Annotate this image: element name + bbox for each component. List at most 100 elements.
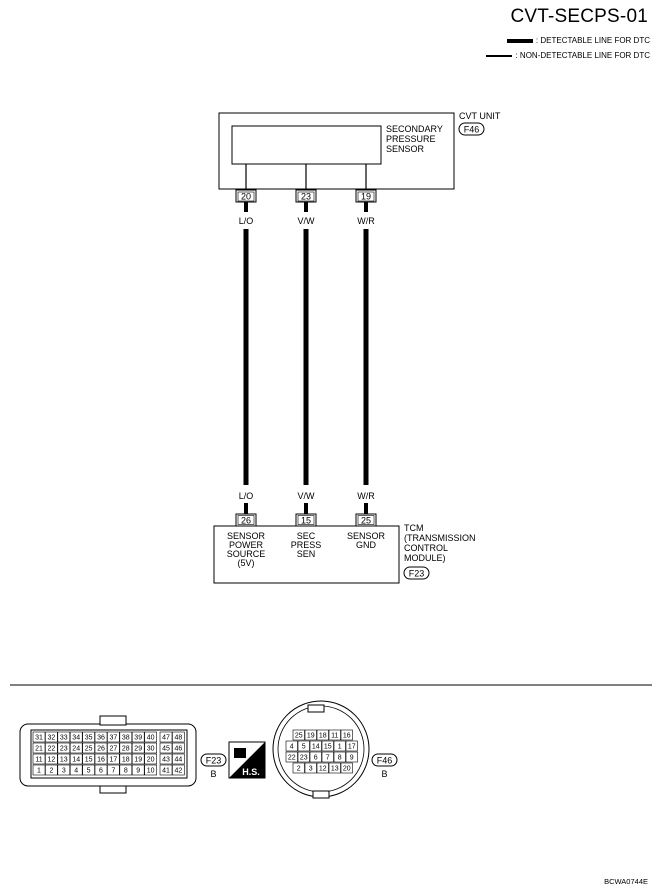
- f46-pin: 7: [321, 751, 334, 763]
- harness-side-symbol: H.S.: [228, 741, 266, 779]
- svg-text:22: 22: [48, 746, 56, 753]
- svg-text:20: 20: [241, 192, 251, 202]
- svg-text:24: 24: [72, 746, 80, 753]
- svg-text:3: 3: [62, 768, 66, 775]
- cvt-pin-19: 19: [355, 189, 377, 203]
- f46-pin: 3: [304, 762, 317, 774]
- svg-text:12: 12: [319, 766, 327, 773]
- f23-pin: 18: [119, 753, 133, 765]
- tcm-pin-15: 15: [295, 513, 317, 527]
- f46-pin: 16: [340, 729, 353, 741]
- terminal-secpress-line2: PRESS: [291, 540, 322, 550]
- svg-text:44: 44: [175, 757, 183, 764]
- wire-color-top-wr: W/R: [357, 216, 375, 226]
- svg-text:9: 9: [136, 768, 140, 775]
- svg-text:23: 23: [60, 746, 68, 753]
- f46-pin: 5: [297, 740, 310, 752]
- tcm-label-line1: TCM: [404, 523, 424, 533]
- svg-text:6: 6: [99, 768, 103, 775]
- cvt-unit-label: CVT UNIT: [459, 111, 501, 121]
- svg-text:14: 14: [72, 757, 80, 764]
- svg-text:25: 25: [85, 746, 93, 753]
- f46-pin: 20: [340, 762, 353, 774]
- f46-pin: 23: [297, 751, 310, 763]
- svg-text:8: 8: [338, 755, 342, 762]
- non-detectable-line-swatch: [486, 54, 513, 57]
- terminal-gnd-line2: GND: [356, 540, 377, 550]
- f23-pin: 31: [32, 731, 46, 743]
- f23-pin: 11: [32, 753, 46, 765]
- f23-color-label: B: [210, 769, 216, 779]
- svg-text:19: 19: [134, 757, 142, 764]
- f23-pin: 36: [94, 731, 108, 743]
- svg-text:29: 29: [134, 746, 142, 753]
- svg-text:2: 2: [297, 766, 301, 773]
- svg-text:15: 15: [301, 516, 311, 526]
- f46-pin: 8: [333, 751, 346, 763]
- sensor-label-line2: PRESSURE: [386, 134, 436, 144]
- svg-text:26: 26: [97, 746, 105, 753]
- wire-color-top-lo: L/O: [239, 216, 254, 226]
- svg-text:27: 27: [110, 746, 118, 753]
- f23-pin: 39: [131, 731, 145, 743]
- f46-pin: 2: [292, 762, 305, 774]
- svg-text:38: 38: [122, 735, 130, 742]
- svg-text:13: 13: [331, 766, 339, 773]
- f46-pin: 13: [328, 762, 341, 774]
- sensor-label-line1: SECONDARY: [386, 124, 443, 134]
- svg-text:7: 7: [111, 768, 115, 775]
- svg-text:6: 6: [314, 755, 318, 762]
- f23-connector-badge: [200, 753, 227, 767]
- f46-pin: 15: [321, 740, 334, 752]
- tcm-pin-26: 26: [235, 513, 257, 527]
- f23-pin: 8: [119, 764, 133, 776]
- svg-text:26: 26: [241, 516, 251, 526]
- f23-pin: 29: [131, 742, 145, 754]
- f46-pin: 22: [285, 751, 298, 763]
- legend-non-detectable-label: : NON-DETECTABLE LINE FOR DTC: [515, 51, 650, 60]
- svg-text:22: 22: [288, 755, 296, 762]
- wire-color-top-vw: V/W: [298, 216, 316, 226]
- svg-text:18: 18: [319, 733, 327, 740]
- svg-text:43: 43: [162, 757, 170, 764]
- svg-text:8: 8: [124, 768, 128, 775]
- f23-pin: 42: [172, 764, 185, 776]
- f46-pin: 18: [316, 729, 329, 741]
- tcm-label-line3: CONTROL: [404, 543, 448, 553]
- svg-text:35: 35: [85, 735, 93, 742]
- connector-f23-label: F23: [409, 569, 425, 579]
- terminal-power-line2: POWER: [229, 540, 264, 550]
- f23-pin: 22: [45, 742, 58, 754]
- cvt-pin-20: 20: [235, 189, 257, 203]
- f23-pin: 26: [94, 742, 108, 754]
- f46-pin: 4: [285, 740, 298, 752]
- f23-pin: 9: [131, 764, 145, 776]
- f46-pin: 9: [345, 751, 358, 763]
- legend-detectable-label: : DETECTABLE LINE FOR DTC: [535, 36, 650, 45]
- svg-text:48: 48: [175, 735, 183, 742]
- svg-text:14: 14: [312, 744, 320, 751]
- f23-pin: 32: [45, 731, 58, 743]
- svg-text:42: 42: [175, 768, 183, 775]
- svg-text:9: 9: [350, 755, 354, 762]
- f23-pin: 10: [144, 764, 157, 776]
- svg-text:36: 36: [97, 735, 105, 742]
- svg-text:46: 46: [175, 746, 183, 753]
- detectable-line-swatch: [506, 38, 533, 43]
- f23-pin: 24: [69, 742, 83, 754]
- f23-connector-label: F23: [206, 756, 222, 766]
- tcm-label-line4: MODULE): [404, 553, 446, 563]
- svg-text:20: 20: [343, 766, 351, 773]
- f23-pin: 38: [119, 731, 133, 743]
- svg-text:3: 3: [309, 766, 313, 773]
- f23-pin: 40: [144, 731, 157, 743]
- svg-text:21: 21: [35, 746, 43, 753]
- f23-pin: 14: [69, 753, 83, 765]
- connector-f23-badge: [403, 566, 430, 580]
- svg-text:32: 32: [48, 735, 56, 742]
- f23-pin: 48: [172, 731, 185, 743]
